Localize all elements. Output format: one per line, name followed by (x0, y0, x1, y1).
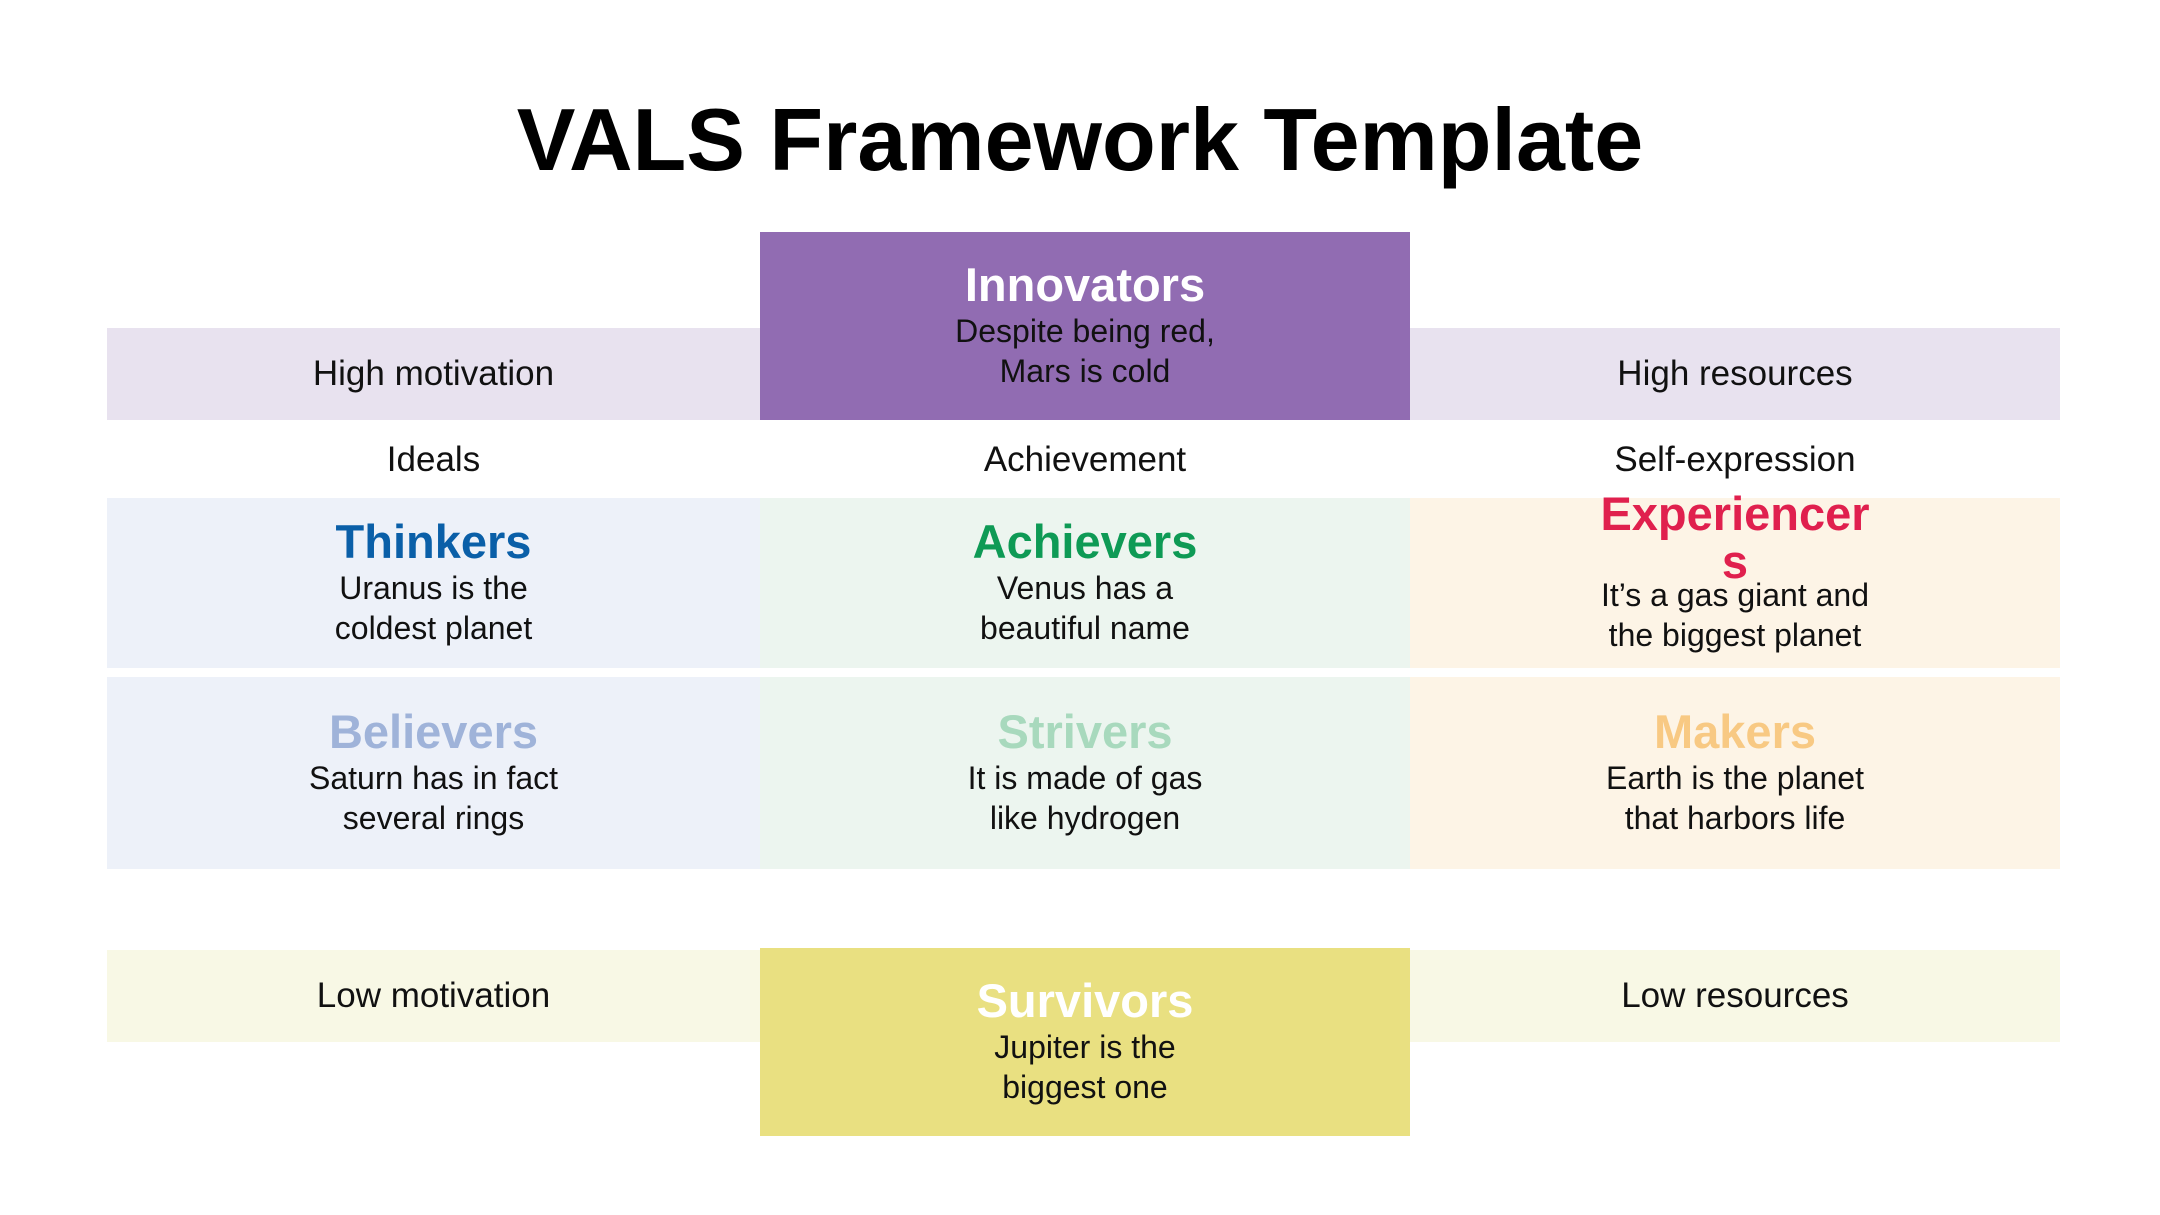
achievers-desc-line2: beautiful name (980, 610, 1190, 646)
makers-heading: Makers (1654, 705, 1816, 758)
thinkers-desc-line1: Uranus is the (339, 570, 528, 606)
innovators-box: Innovators Despite being red, Mars is co… (760, 232, 1410, 420)
makers-desc-line2: that harbors life (1624, 800, 1846, 836)
strivers-desc-line1: It is made of gas (967, 760, 1203, 796)
experiencers-desc: It’s a gas giant and the biggest planet (1410, 575, 2060, 655)
innovators-heading: Innovators (964, 258, 1206, 311)
survivors-desc-line1: Jupiter is the (994, 1029, 1176, 1065)
believers-desc-line1: Saturn has in fact (308, 760, 559, 796)
thinkers-cell: Thinkers Uranus is the coldest planet (107, 498, 760, 668)
column-label-achievement: Achievement (983, 440, 1187, 479)
survivors-heading: Survivors (976, 974, 1194, 1027)
believers-cell: Believers Saturn has in fact several rin… (107, 677, 760, 869)
high-motivation-band: High motivation (107, 328, 760, 420)
high-resources-band: High resources (1410, 328, 2060, 420)
column-label-ideals: Ideals (386, 440, 481, 479)
low-resources-label: Low resources (1621, 976, 1849, 1015)
strivers-desc-line2: like hydrogen (989, 800, 1181, 836)
believers-heading: Believers (328, 705, 539, 758)
achievers-cell: Achievers Venus has a beautiful name (760, 498, 1410, 668)
high-resources-label: High resources (1617, 354, 1853, 393)
experiencers-heading: Experiencers (1600, 487, 1870, 588)
high-motivation-label: High motivation (312, 354, 555, 393)
strivers-heading: Strivers (997, 705, 1173, 758)
makers-cell: Makers Earth is the planet that harbors … (1410, 677, 2060, 869)
column-label-self-expression: Self-expression (1614, 440, 1856, 479)
achievers-desc-line1: Venus has a (996, 570, 1174, 606)
experiencers-cell (1410, 498, 2060, 668)
survivors-desc-line2: biggest one (1002, 1069, 1168, 1105)
survivors-box: Survivors Jupiter is the biggest one (760, 948, 1410, 1136)
experiencers-desc-line2: the biggest planet (1608, 617, 1862, 653)
achievers-heading: Achievers (972, 515, 1198, 568)
innovators-desc-line2: Mars is cold (999, 353, 1171, 389)
innovators-desc-line1: Despite being red, (955, 313, 1215, 349)
low-resources-band: Low resources (1410, 950, 2060, 1042)
low-motivation-label: Low motivation (316, 976, 551, 1015)
low-motivation-band: Low motivation (107, 950, 760, 1042)
thinkers-heading: Thinkers (335, 515, 532, 568)
makers-desc-line1: Earth is the planet (1606, 760, 1864, 796)
experiencers-desc-line1: It’s a gas giant and (1600, 577, 1870, 613)
strivers-cell: Strivers It is made of gas like hydrogen (760, 677, 1410, 869)
believers-desc-line2: several rings (342, 800, 525, 836)
page-title: VALS Framework Template (516, 90, 1644, 189)
thinkers-desc-line2: coldest planet (334, 610, 533, 646)
